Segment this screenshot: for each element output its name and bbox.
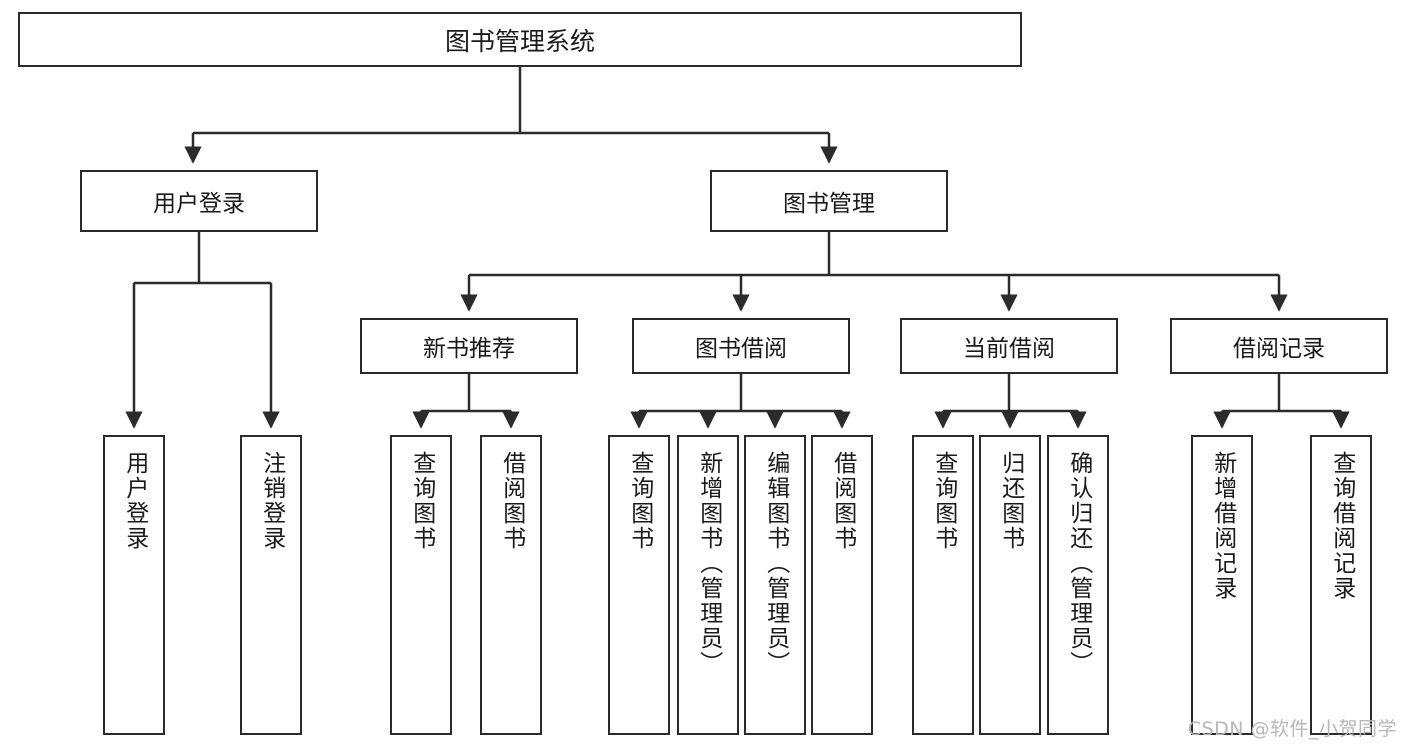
leaf-label: 注销登录	[258, 451, 285, 551]
leaf-user-login-login[interactable]: 用户登录	[103, 435, 165, 735]
node-borrow-record-label: 借阅记录	[1233, 336, 1325, 362]
node-user-login[interactable]: 用户登录	[80, 170, 318, 232]
node-root-label: 图书管理系统	[444, 26, 595, 56]
leaf-label: 借阅图书	[498, 451, 525, 551]
leaf-label: 查询图书	[930, 451, 957, 551]
leaf-new-book-query[interactable]: 查询图书	[390, 435, 452, 735]
leaf-current-borrow-confirm-return[interactable]: 确认归还（管理员）	[1047, 435, 1109, 735]
leaf-current-borrow-return[interactable]: 归还图书	[979, 435, 1041, 735]
node-book-management[interactable]: 图书管理	[710, 170, 948, 232]
leaf-label: 查询图书	[626, 451, 653, 551]
leaf-label: 借阅图书	[829, 451, 856, 551]
node-current-borrow-label: 当前借阅	[963, 336, 1055, 362]
leaf-label: 新增借阅记录	[1209, 451, 1236, 601]
node-root-system[interactable]: 图书管理系统	[18, 12, 1022, 67]
leaf-label: 归还图书	[997, 451, 1024, 551]
leaf-label: 编辑图书（管理员）	[762, 451, 789, 676]
node-book-borrow[interactable]: 图书借阅	[632, 318, 850, 374]
leaf-book-borrow-borrow[interactable]: 借阅图书	[811, 435, 873, 735]
leaf-book-borrow-query[interactable]: 查询图书	[608, 435, 670, 735]
leaf-user-login-logout[interactable]: 注销登录	[240, 435, 302, 735]
leaf-new-book-borrow[interactable]: 借阅图书	[480, 435, 542, 735]
node-new-book-recommend[interactable]: 新书推荐	[360, 318, 578, 374]
leaf-label: 新增图书（管理员）	[695, 451, 722, 676]
node-user-login-label: 用户登录	[153, 191, 245, 217]
leaf-borrow-record-query[interactable]: 查询借阅记录	[1310, 435, 1372, 735]
leaf-label: 确认归还（管理员）	[1065, 451, 1092, 676]
node-book-management-label: 图书管理	[783, 191, 875, 217]
leaf-label: 用户登录	[121, 451, 148, 551]
leaf-book-borrow-edit[interactable]: 编辑图书（管理员）	[744, 435, 806, 735]
node-borrow-record[interactable]: 借阅记录	[1170, 318, 1388, 374]
node-book-borrow-label: 图书借阅	[695, 336, 787, 362]
csdn-watermark: CSDN @软件_小贺同学	[1187, 718, 1397, 740]
leaf-current-borrow-query[interactable]: 查询图书	[912, 435, 974, 735]
leaf-borrow-record-add[interactable]: 新增借阅记录	[1191, 435, 1253, 735]
leaf-label: 查询借阅记录	[1328, 451, 1355, 601]
node-current-borrow[interactable]: 当前借阅	[900, 318, 1118, 374]
leaf-label: 查询图书	[408, 451, 435, 551]
leaf-book-borrow-add[interactable]: 新增图书（管理员）	[677, 435, 739, 735]
node-new-book-recommend-label: 新书推荐	[423, 336, 515, 362]
